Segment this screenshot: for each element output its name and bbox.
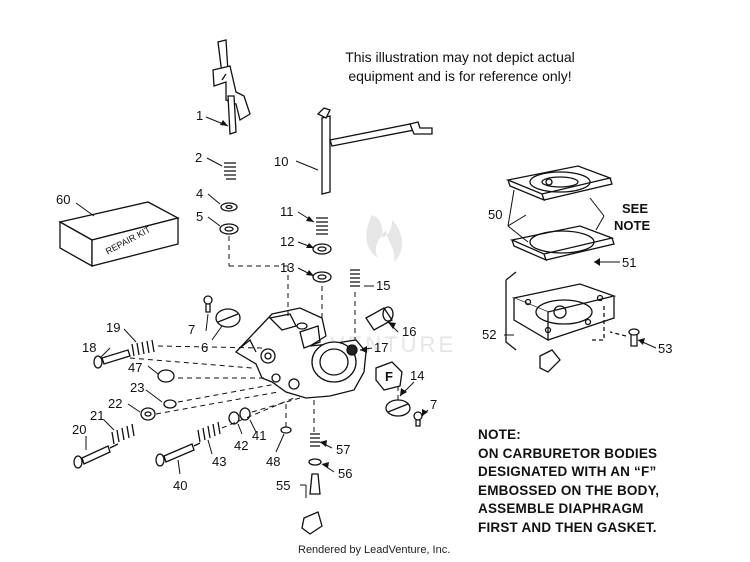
o-ring-41	[239, 407, 251, 421]
screw-7-bottom	[413, 411, 423, 427]
needle-20	[73, 443, 119, 469]
f-mark-label: F	[385, 369, 393, 384]
part-number-label: 1	[196, 108, 203, 123]
f-mark	[375, 361, 403, 391]
part-number-label: 42	[234, 438, 248, 453]
see-note-line-2: NOTE	[614, 218, 650, 233]
part-number-label: 56	[338, 466, 352, 481]
part-number-label: 43	[212, 454, 226, 469]
part-number-label: 52	[482, 327, 496, 342]
seal-5	[219, 223, 239, 235]
screw-7-top	[203, 295, 213, 313]
part-number-label: 55	[276, 478, 290, 493]
part-number-label: 20	[72, 422, 86, 437]
part-number-label: 23	[130, 380, 144, 395]
carburetor-body	[234, 307, 367, 399]
cover-plate-52	[511, 283, 617, 373]
o-ring-56	[308, 458, 322, 466]
disclaimer-line-2: equipment and is for reference only!	[348, 68, 572, 84]
credit-text: Rendered by LeadVenture, Inc.	[298, 544, 451, 556]
washer-42	[228, 411, 240, 425]
choke-shaft	[316, 107, 433, 195]
repair-kit-box	[58, 201, 180, 268]
note-line: EMBOSSED ON THE BODY,	[478, 482, 660, 498]
part-number-label: 7	[188, 322, 195, 337]
part-number-label: 7	[430, 397, 437, 412]
part-number-label: 47	[128, 360, 142, 375]
part-number-label: 11	[280, 204, 294, 219]
part-number-label: 19	[106, 320, 120, 335]
o-ring-48	[280, 426, 292, 434]
spring-11	[316, 217, 328, 235]
spring-15	[350, 269, 360, 287]
part-number-label: 22	[108, 396, 122, 411]
part-number-label: 18	[82, 340, 96, 355]
part-number-label: 17	[374, 340, 388, 355]
assembly-note: NOTE: ON CARBURETOR BODIES DESIGNATED WI…	[478, 426, 659, 537]
note-line: ON CARBURETOR BODIES	[478, 445, 658, 461]
part-number-label: 40	[173, 478, 187, 493]
part-number-label: 48	[266, 454, 280, 469]
part-number-label: 60	[56, 192, 70, 207]
part-number-label: 5	[196, 209, 203, 224]
part-number-label: 4	[196, 186, 203, 201]
throttle-shaft	[212, 39, 251, 135]
diaphragm-50	[505, 165, 613, 202]
washer-22	[140, 407, 156, 421]
part-number-label: 51	[622, 255, 636, 270]
note-line: ASSEMBLE DIAPHRAGM	[478, 501, 644, 516]
part-number-label: 14	[410, 368, 424, 383]
valve-55	[301, 473, 323, 535]
part-number-label: 6	[201, 340, 208, 355]
washer-12	[312, 243, 332, 255]
seal-13	[312, 271, 332, 283]
part-number-label: 2	[195, 150, 202, 165]
part-number-labels: 1245677101112131415161718192021222340414…	[56, 108, 672, 493]
spring-2	[224, 162, 236, 180]
disclaimer-line-1: This illustration may not depict actual	[345, 49, 575, 65]
part-number-label: 15	[376, 278, 390, 293]
see-note-line-1: SEE	[622, 201, 648, 216]
o-ring-23	[163, 399, 177, 409]
spring-57	[310, 433, 320, 447]
note-line: FIRST AND THEN GASKET.	[478, 519, 657, 535]
part-number-label: 50	[488, 207, 502, 222]
part-number-label: 13	[280, 260, 294, 275]
arrow-heads	[220, 120, 645, 468]
spring-18	[131, 339, 155, 357]
needle-40	[155, 442, 201, 467]
spring-43	[197, 421, 221, 443]
part-number-label: 41	[252, 428, 266, 443]
idle-screw-17	[93, 349, 131, 369]
gasket-51	[509, 225, 615, 262]
disclaimer-text: This illustration may not depict actual …	[300, 48, 620, 86]
plug-19	[346, 344, 358, 356]
spring-21	[111, 423, 135, 445]
part-number-label: 12	[280, 234, 294, 249]
part-number-label: 16	[402, 324, 416, 339]
part-number-label: 57	[336, 442, 350, 457]
note-line: DESIGNATED WITH AN “F”	[478, 464, 657, 479]
part-number-label: 21	[90, 408, 104, 423]
fitting-16	[365, 306, 394, 331]
screw-53	[628, 328, 640, 347]
watermark: VENTURE	[330, 215, 453, 357]
part-number-label: 53	[658, 341, 672, 356]
washer-4	[220, 202, 238, 212]
o-ring-47	[157, 369, 175, 383]
note-title: NOTE:	[478, 427, 521, 442]
part-number-label: 10	[274, 154, 288, 169]
